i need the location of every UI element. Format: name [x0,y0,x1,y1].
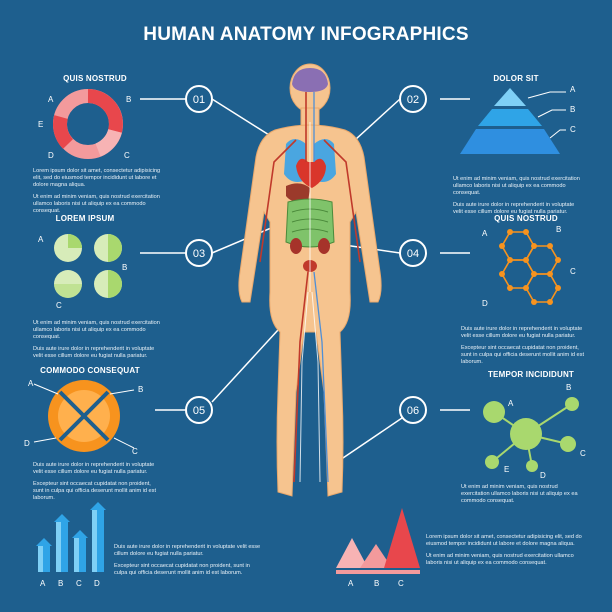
triangle-label-b: B [374,579,379,588]
tempor-incididunt-heading: TEMPOR INCIDIDUNT [487,370,575,379]
marker-04 [399,239,427,267]
pyramid-label-b: B [570,105,575,114]
orange-label-c: C [132,447,138,456]
marker-01-label: 01 [193,94,205,106]
network-label-e: E [504,465,509,474]
page-title: HUMAN ANATOMY INFOGRAPHICS [143,24,469,45]
dolor-sit-text: Ut enim ad minim veniam, quis nostrud ex… [453,176,581,221]
donut-label-a: A [48,95,54,104]
paragraph: Lorem ipsum dolor sit amet, consectetur … [426,534,582,547]
marker-05 [185,396,213,424]
pyramid-label-a: A [570,85,576,94]
bar-label-c: C [76,579,82,588]
orange-label-a: A [28,379,34,388]
quis-nostrud-right-text: Duis aute irure dolor in reprehenderit i… [461,326,585,371]
bar-label-a: A [40,579,46,588]
pyramid-chart: A B C [460,85,576,154]
hex-label-b: B [556,225,561,234]
triangle-chart: A B C [336,508,420,588]
network-label-c: C [580,449,586,458]
hex-label-d: D [482,299,488,308]
marker-02-label: 02 [407,94,419,106]
lorem-ipsum-text: Ut enim ad minim veniam, quis nostrud ex… [33,320,161,365]
network-label-b: B [566,383,571,392]
paragraph: Lorem ipsum dolor sit amet, consectetur … [33,168,161,188]
hex-label-c: C [570,267,576,276]
paragraph: Ut enim ad minim veniam, quis nostrud ex… [426,553,574,566]
hexagon-network: A B C D [482,225,576,308]
donut-label-c: C [124,151,130,160]
marker-05-label: 05 [193,405,205,417]
network-label-a: A [508,399,514,408]
paragraph: Ut enim ad minim veniam, quis nostrud ex… [33,194,160,214]
human-body-illustration [238,63,382,497]
tempor-incididunt-text: Ut enim ad minim veniam, quis nostrud ex… [461,484,585,510]
pie-label-a: A [38,235,44,244]
paragraph: Duis aute irure dolor in reprehenderit i… [453,202,575,215]
bar-label-b: B [58,579,63,588]
orange-label-d: D [24,439,30,448]
paragraph: Duis aute irure dolor in reprehenderit i… [461,326,583,339]
pyramid-label-c: C [570,125,576,134]
marker-06-label: 06 [407,405,419,417]
paragraph: Excepteur sint occaecat cupidatat non pr… [33,481,157,501]
paragraph: Excepteur sint occaecat cupidatat non pr… [461,345,585,365]
marker-06 [399,396,427,424]
triangle-label-a: A [348,579,354,588]
quis-nostrud-right-heading: QUIS NOSTRUD [494,214,558,223]
marker-04-label: 04 [407,248,419,260]
triangles-bottom-right-text: Lorem ipsum dolor sit amet, consectetur … [426,534,582,572]
paragraph: Duis aute irure dolor in reprehenderit i… [33,462,155,475]
green-network: A B C D E [483,383,586,480]
pie-pieces-chart: A B C [38,234,127,310]
quis-nostrud-left-heading: QUIS NOSTRUD [63,74,127,83]
orange-circle-chart: A B C D [24,379,143,456]
pie-label-b: B [122,263,127,272]
marker-02 [399,85,427,113]
paragraph: Ut enim ad minim veniam, quis nostrud ex… [453,176,580,196]
quis-nostrud-left-text: Lorem ipsum dolor sit amet, consectetur … [33,168,161,220]
dolor-sit-heading: DOLOR SIT [493,74,539,83]
paragraph: Ut enim ad minim veniam, quis nostrud ex… [461,484,578,504]
commodo-consequat-text: Duis aute irure dolor in reprehenderit i… [33,462,161,507]
triangle-label-c: C [398,579,404,588]
bar-label-d: D [94,579,100,588]
paragraph: Duis aute irure dolor in reprehenderit i… [114,544,261,557]
bars-bottom-left-text: Duis aute irure dolor in reprehenderit i… [114,544,264,582]
hex-label-a: A [482,229,488,238]
commodo-consequat-heading: COMMODO CONSEQUAT [40,366,140,375]
network-label-d: D [540,471,546,480]
donut-label-e: E [38,120,43,129]
paragraph: Duis aute irure dolor in reprehenderit i… [33,346,155,359]
donut-chart: A B C D E [38,89,131,160]
paragraph: Ut enim ad minim veniam, quis nostrud ex… [33,320,160,340]
paragraph: Excepteur sint occaecat cupidatat non pr… [114,563,250,576]
pie-label-c: C [56,301,62,310]
marker-03 [185,239,213,267]
marker-03-label: 03 [193,248,205,260]
donut-label-d: D [48,151,54,160]
marker-01 [185,85,213,113]
orange-label-b: B [138,385,143,394]
blue-bar-chart: A B C D [36,502,106,588]
donut-label-b: B [126,95,131,104]
lorem-ipsum-heading: LOREM IPSUM [55,214,115,223]
